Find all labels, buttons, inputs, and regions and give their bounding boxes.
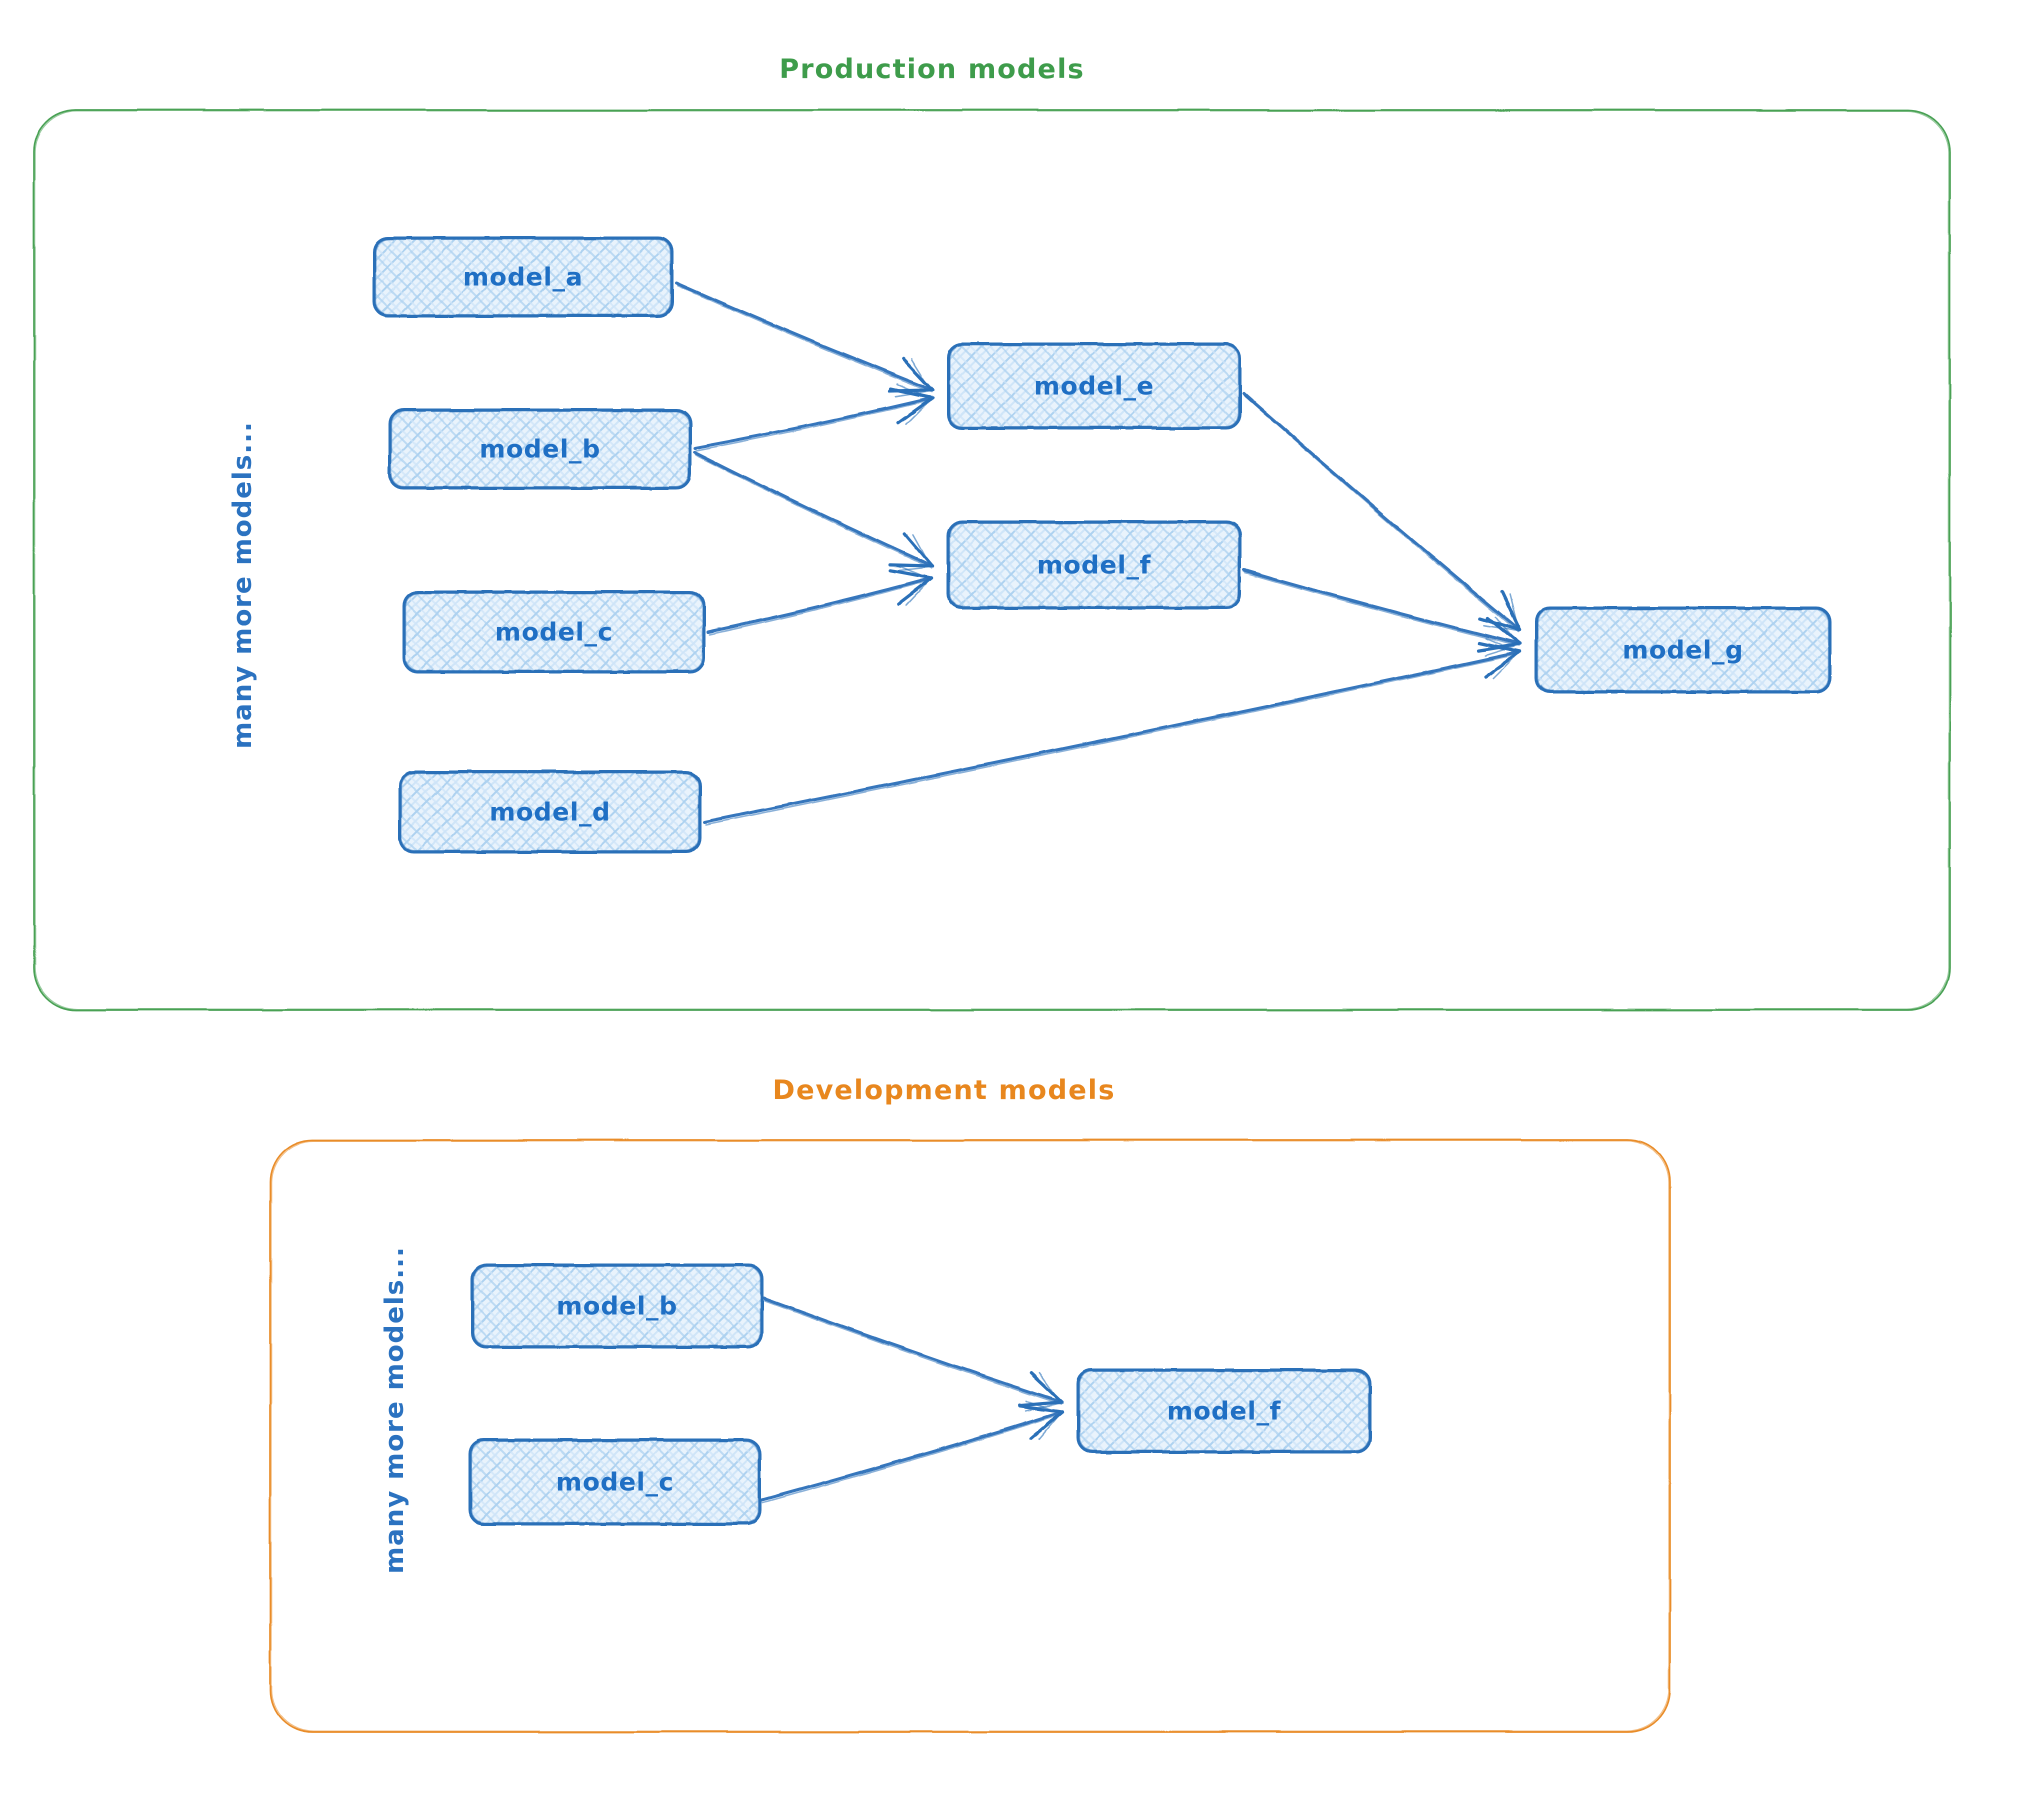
node-dev_model_f[interactable]: [1076, 1368, 1372, 1454]
edge-d-to-g: [702, 637, 1522, 826]
panel-title-development: Development models: [772, 1075, 1116, 1106]
side-label-production: many more models...: [228, 421, 258, 749]
node-prod_model_b[interactable]: [388, 408, 692, 490]
node-dev_model_b[interactable]: [470, 1263, 764, 1349]
edge-b-to-e: [692, 383, 934, 452]
node-prod_model_e[interactable]: [946, 342, 1242, 430]
node-prod_model_c[interactable]: [402, 590, 706, 674]
node-prod_model_g[interactable]: [1534, 606, 1832, 694]
panel-development: [269, 1139, 1671, 1733]
node-prod_model_d[interactable]: [398, 770, 702, 854]
edge-a-to-e: [674, 281, 934, 398]
node-prod_model_a[interactable]: [372, 236, 674, 318]
node-prod_model_f[interactable]: [946, 520, 1242, 610]
panel-title-production: Production models: [779, 54, 1085, 85]
edge-e-to-g: [1242, 392, 1522, 633]
edge-b-to-f: [692, 450, 934, 572]
panel-production: [33, 109, 1951, 1011]
edge-devc-to-devf: [760, 1400, 1064, 1504]
side-label-development: many more models...: [380, 1246, 410, 1574]
node-dev_model_c[interactable]: [468, 1438, 762, 1526]
edge-c-to-f: [706, 564, 934, 636]
edge-devb-to-devf: [762, 1296, 1064, 1412]
